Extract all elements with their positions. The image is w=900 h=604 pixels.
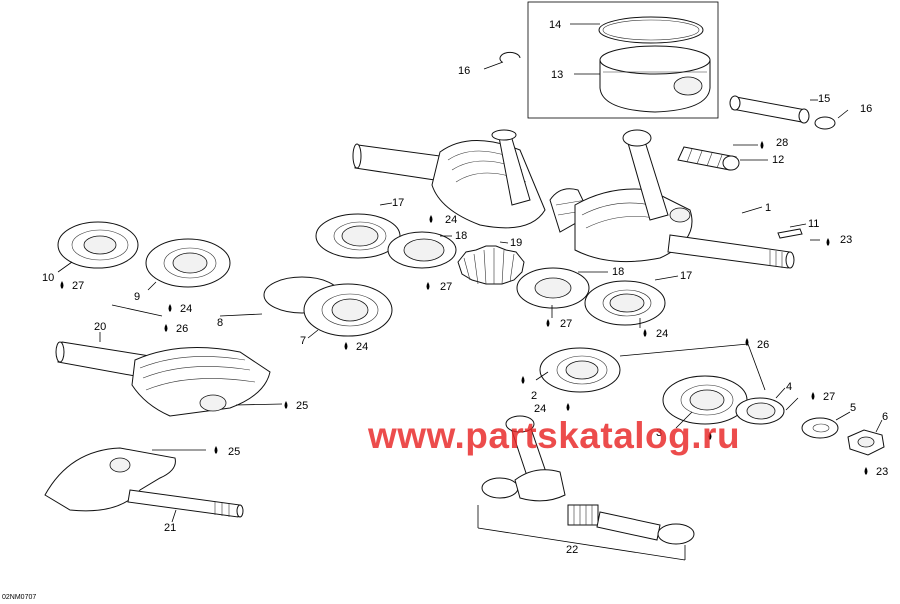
- grease-icon: [546, 319, 550, 327]
- callout-23: 23: [840, 234, 852, 246]
- callout-27: 27: [440, 281, 452, 293]
- callout-11: 11: [808, 218, 819, 230]
- callout-18: 18: [612, 266, 624, 278]
- callout-22: 22: [566, 544, 578, 556]
- callout-17: 17: [680, 270, 692, 282]
- callout-23: 23: [876, 466, 888, 478]
- callout-27: 27: [823, 391, 835, 403]
- ball-bearing-7: [303, 283, 393, 337]
- callout-16: 16: [860, 103, 872, 115]
- grease-icon: [643, 329, 647, 337]
- callout-13: 13: [551, 69, 563, 81]
- oil-seal-left: [57, 221, 139, 269]
- callout-12: 12: [772, 154, 784, 166]
- grease-icon: [745, 338, 749, 346]
- grease-icon: [344, 342, 348, 350]
- grease-icon: [826, 238, 830, 246]
- grease-icon: [521, 376, 525, 384]
- callout-24: 24: [180, 303, 192, 315]
- oil-seal-upper: [387, 231, 457, 269]
- piston-pin: [729, 95, 810, 124]
- callout-5: 5: [850, 402, 856, 414]
- connecting-rod-assembly: [477, 415, 695, 561]
- callout-24: 24: [356, 341, 368, 353]
- callout-16: 16: [458, 65, 470, 77]
- callout-14: 14: [549, 19, 561, 31]
- needle-bearing: [677, 146, 740, 171]
- ball-bearing-middle: [584, 280, 666, 326]
- ball-bearing-left: [145, 238, 231, 288]
- callout-7: 7: [300, 335, 306, 347]
- watermark: www.partskatalog.ru: [368, 415, 741, 456]
- grease-icon: [164, 324, 168, 332]
- callout-27: 27: [72, 280, 84, 292]
- callout-26: 26: [757, 339, 769, 351]
- crankshaft-half-pto: [55, 341, 271, 417]
- callout-26: 26: [176, 323, 188, 335]
- circlip-right: [814, 116, 836, 130]
- callout-17: 17: [392, 197, 404, 209]
- grease-icon: [214, 446, 218, 454]
- crankshaft-assembly: [352, 129, 795, 269]
- grease-icon: [760, 141, 764, 149]
- grease-icon: [811, 392, 815, 400]
- ball-bearing-3: [662, 375, 748, 425]
- callout-6: 6: [882, 411, 888, 423]
- oil-seal-middle: [516, 267, 590, 309]
- callout-24: 24: [534, 403, 546, 415]
- circlip-inset: [499, 51, 521, 63]
- callout-4: 4: [786, 381, 792, 393]
- callout-1: 1: [765, 202, 771, 214]
- grease-icon: [429, 215, 433, 223]
- callout-8: 8: [217, 317, 223, 329]
- grease-icon: [426, 282, 430, 290]
- callout-9: 9: [134, 291, 140, 303]
- grease-icon: [284, 401, 288, 409]
- grease-icon: [566, 403, 570, 411]
- ball-bearing-upper: [315, 213, 401, 259]
- callout-25: 25: [296, 400, 308, 412]
- ball-bearing-2: [539, 347, 621, 393]
- grease-drops: [60, 141, 868, 475]
- callout-24: 24: [445, 214, 457, 226]
- piston-ring: [598, 16, 704, 44]
- grease-icon: [168, 304, 172, 312]
- callout-10: 10: [42, 272, 54, 284]
- callout-labels: 14 16 13 15 16 28 12 1 11 23 17 24 18 19…: [42, 19, 888, 556]
- leader-lines: [57, 23, 883, 523]
- woodruff-key: [777, 228, 803, 239]
- washer: [801, 417, 839, 439]
- callout-15: 15: [818, 93, 830, 105]
- callout-27: 27: [560, 318, 572, 330]
- grease-icon: [708, 432, 712, 440]
- callout-25: 25: [228, 446, 240, 458]
- piston: [599, 45, 711, 113]
- grease-icon: [60, 281, 64, 289]
- callout-3: 3: [656, 427, 662, 439]
- callout-2: 2: [531, 390, 537, 402]
- callout-19: 19: [510, 237, 522, 249]
- callout-28: 28: [776, 137, 788, 149]
- nut: [847, 429, 885, 456]
- crankshaft-half-mag: [44, 447, 244, 518]
- callout-21: 21: [164, 522, 176, 534]
- grease-icon: [864, 467, 868, 475]
- oil-seal-4: [735, 397, 785, 425]
- drawing-code: 02NM0707: [2, 594, 37, 601]
- callout-24: 24: [656, 328, 668, 340]
- drive-gear: [457, 245, 525, 285]
- callout-18: 18: [455, 230, 467, 242]
- piston-inset-frame: [527, 1, 719, 119]
- callout-20: 20: [94, 321, 106, 333]
